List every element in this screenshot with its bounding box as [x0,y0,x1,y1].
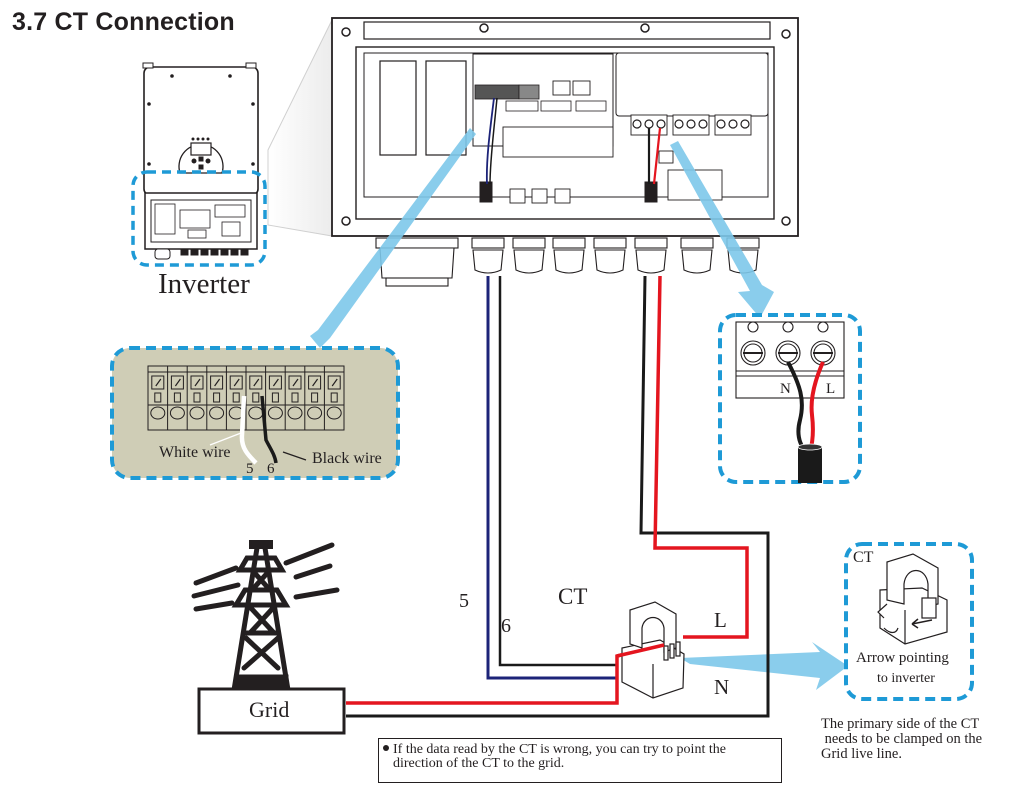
grid-live-wire-through-ct [616,643,665,658]
black-wire [260,395,278,464]
terminal-pin [271,392,279,403]
internal-wire-navy [485,97,495,185]
inverter-small-icon [142,62,259,260]
terminal-pin [232,392,240,403]
terminal-screw-slot [190,375,204,390]
terminal-pin [252,392,260,403]
terminal-screw-slot [288,375,302,390]
grid-live-wire-grid-side [346,643,661,705]
ct-clamp-icon [621,601,685,699]
white-wire [239,395,258,465]
terminal-clamp [189,406,205,420]
inverter-label: Inverter [158,268,250,300]
terminal-6-label: 6 [267,461,275,477]
terminal-screw-mark [194,378,201,387]
terminal-clamp [326,406,342,420]
internal-wire-black-ct [489,97,498,185]
terminal-screw-mark [174,378,181,387]
grid-neutral-wire [346,275,770,718]
terminal-clamp [169,406,185,420]
terminal-screw-slot [210,375,224,390]
terminal-screw-slot [229,375,243,390]
terminal-pin [154,392,162,403]
wire-6-label: 6 [501,615,511,637]
callout-arrow-terminals [310,128,476,348]
port-live-label: L [826,381,836,397]
terminal-screw-mark [253,378,260,387]
terminal-screw-mark [214,378,221,387]
live-line-label: L [714,608,727,632]
ct-signal-wire-5 [486,276,618,680]
terminal-screw-slot [268,375,282,390]
black-wire-label: Black wire [312,450,382,467]
terminal-clamp [287,406,303,420]
black-wire-leader [282,451,307,461]
terminal-screw-mark [233,378,240,387]
terminal-clamp [209,406,225,420]
terminal-screw-slot [308,375,322,390]
callout-arrow-grid-port [670,141,774,318]
terminal-screw-mark [155,378,162,387]
ct-clamp-note: The primary side of the CT needs to be c… [821,717,1011,762]
ct-direction-note: If the data read by the CT is wrong, you… [378,738,782,783]
inverter-callout-outline [131,170,267,267]
terminal-clamp [267,406,283,420]
port-neutral-label: N [780,381,791,397]
wire-5-label: 5 [459,590,469,612]
cable-glands [375,237,760,287]
grid-box [197,687,346,735]
terminal-pin [311,392,319,403]
cable-jacket-top [797,443,823,451]
terminal-screw-slot [249,375,263,390]
terminal-pin [330,392,338,403]
terminal-5-label: 5 [246,461,254,477]
terminal-screw-mark [292,378,299,387]
ct-detail-title: CT [853,549,874,566]
ct-clamp-note-line-3: Grid live line. [821,746,902,762]
ct-clamp-note-line-2: needs to be clamped on the [821,731,983,747]
terminal-clamp [150,406,166,420]
ct-label: CT [558,584,588,609]
terminal-screw-slot [151,375,165,390]
neutral-line-label: N [714,675,730,699]
terminal-pin [173,392,181,403]
ct-direction-note-text: If the data read by the CT is wrong, you… [393,742,726,771]
white-wire-label: White wire [159,444,231,461]
ct-detail-caption-1: Arrow pointing [856,650,949,666]
callout-arrow-ct [680,642,848,690]
terminal-pin [213,392,221,403]
ct-clamp-note-line-1: The primary side of the CT [821,716,980,732]
inverter-wiring-box [331,17,799,237]
section-title: 3.7 CT Connection [12,8,235,36]
terminal-clamp [307,406,323,420]
ct-signal-wire-6 [498,276,618,667]
transmission-tower-icon [191,540,340,693]
white-wire-leader [209,432,242,446]
terminal-screw-mark [331,378,338,387]
ct-detail-caption-2: to inverter [877,671,935,686]
terminal-screw-slot [170,375,184,390]
terminal-screw-mark [272,378,279,387]
zoom-projection [267,19,333,237]
grid-port-cable-jacket [798,447,822,483]
terminal-pin [291,392,299,403]
terminal-pin [193,392,201,403]
ct-detail-icon [877,553,948,645]
grid-live-wire-inverter-side [653,275,749,639]
internal-wire-red-grid [652,127,662,185]
terminal-screw-slot [327,375,341,390]
bullet-icon [383,745,389,751]
grid-label: Grid [249,697,290,722]
terminal-screw-mark [312,378,319,387]
grid-port-terminal [735,321,845,399]
